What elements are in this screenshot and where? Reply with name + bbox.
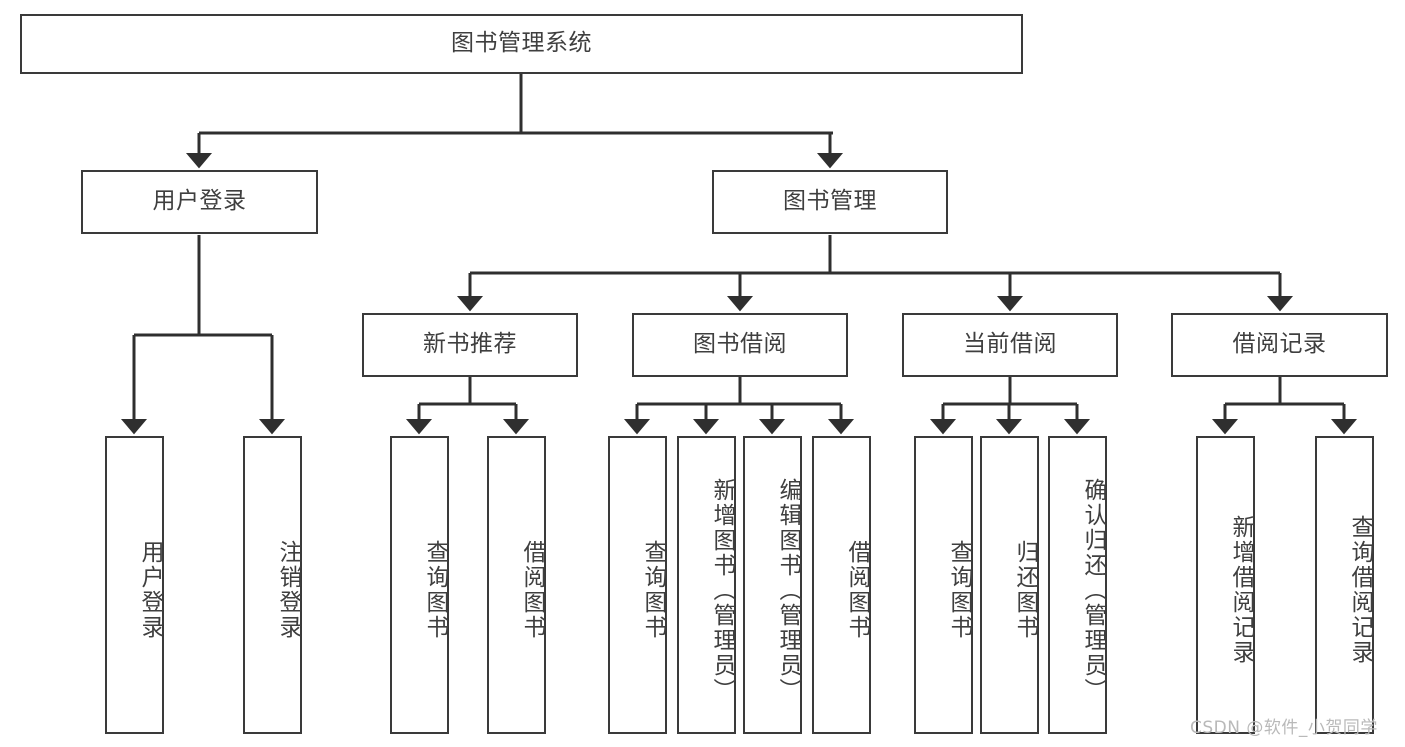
- leaf-user-logout[interactable]: 注销登录: [243, 436, 302, 734]
- watermark-text: CSDN @软件_小贺同学: [1190, 718, 1378, 738]
- leaf-add-borrow-record[interactable]: 新增借阅记录: [1196, 436, 1255, 734]
- leaf-borrow-book-recommend[interactable]: 借阅图书: [487, 436, 546, 734]
- leaf-query-book-recommend[interactable]: 查询图书: [390, 436, 449, 734]
- leaf-label: 编辑图书（管理员）: [775, 477, 801, 703]
- node-user-login[interactable]: 用户登录: [81, 170, 318, 234]
- node-new-book-recommend[interactable]: 新书推荐: [362, 313, 578, 377]
- leaf-label: 借阅图书: [844, 540, 870, 640]
- node-book-management[interactable]: 图书管理: [712, 170, 948, 234]
- leaf-user-login[interactable]: 用户登录: [105, 436, 164, 734]
- leaf-label: 查询图书: [422, 540, 448, 640]
- leaf-add-book[interactable]: 新增图书（管理员）: [677, 436, 736, 734]
- leaf-query-book-borrow[interactable]: 查询图书: [608, 436, 667, 734]
- leaf-label: 用户登录: [137, 540, 163, 640]
- leaf-query-book-current[interactable]: 查询图书: [914, 436, 973, 734]
- leaf-label: 借阅图书: [519, 540, 545, 640]
- leaf-label: 新增借阅记录: [1228, 515, 1254, 665]
- leaf-query-borrow-record[interactable]: 查询借阅记录: [1315, 436, 1374, 734]
- leaf-label: 查询图书: [640, 540, 666, 640]
- node-current-borrow[interactable]: 当前借阅: [902, 313, 1118, 377]
- leaf-return-book[interactable]: 归还图书: [980, 436, 1039, 734]
- leaf-edit-book[interactable]: 编辑图书（管理员）: [743, 436, 802, 734]
- node-root-system[interactable]: 图书管理系统: [20, 14, 1023, 74]
- leaf-label: 归还图书: [1012, 540, 1038, 640]
- leaf-confirm-return[interactable]: 确认归还（管理员）: [1048, 436, 1107, 734]
- leaf-label: 查询图书: [946, 540, 972, 640]
- node-borrow-record[interactable]: 借阅记录: [1171, 313, 1388, 377]
- leaf-borrow-book[interactable]: 借阅图书: [812, 436, 871, 734]
- leaf-label: 确认归还（管理员）: [1080, 477, 1106, 703]
- leaf-label: 新增图书（管理员）: [709, 477, 735, 703]
- node-book-borrow[interactable]: 图书借阅: [632, 313, 848, 377]
- leaf-label: 注销登录: [275, 540, 301, 640]
- leaf-label: 查询借阅记录: [1347, 515, 1373, 665]
